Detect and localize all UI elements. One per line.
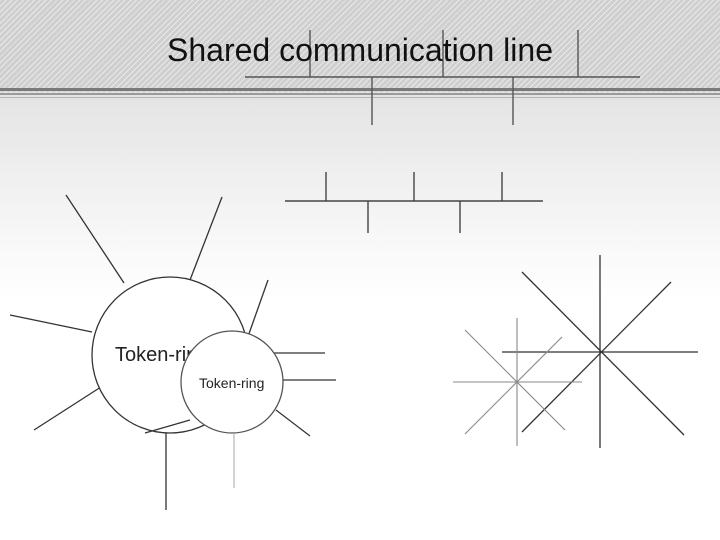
bus-topology-top (245, 30, 640, 125)
star-line (521, 281, 672, 433)
ring-spoke (275, 409, 311, 437)
token-ring-small: Token-ring (144, 330, 336, 488)
bus-topology-middle (285, 172, 543, 233)
title-divider (0, 93, 720, 95)
token-ring-small-label: Token-ring (199, 375, 264, 391)
star-line (521, 271, 685, 436)
ring-spoke (33, 384, 105, 431)
ring-spoke (144, 419, 191, 434)
star-topology-large (502, 255, 698, 448)
star-line (464, 329, 566, 431)
ring-spoke (189, 196, 223, 281)
star-line (464, 336, 563, 435)
token-ring-circle (180, 330, 284, 434)
title-divider (0, 88, 720, 91)
star-topology-small (453, 318, 582, 446)
ring-spoke (65, 194, 125, 284)
token-ring-large: Token-ring (9, 194, 325, 510)
title-divider (0, 97, 720, 98)
ring-spoke (9, 314, 93, 333)
slide-title: Shared communication line (167, 32, 553, 68)
